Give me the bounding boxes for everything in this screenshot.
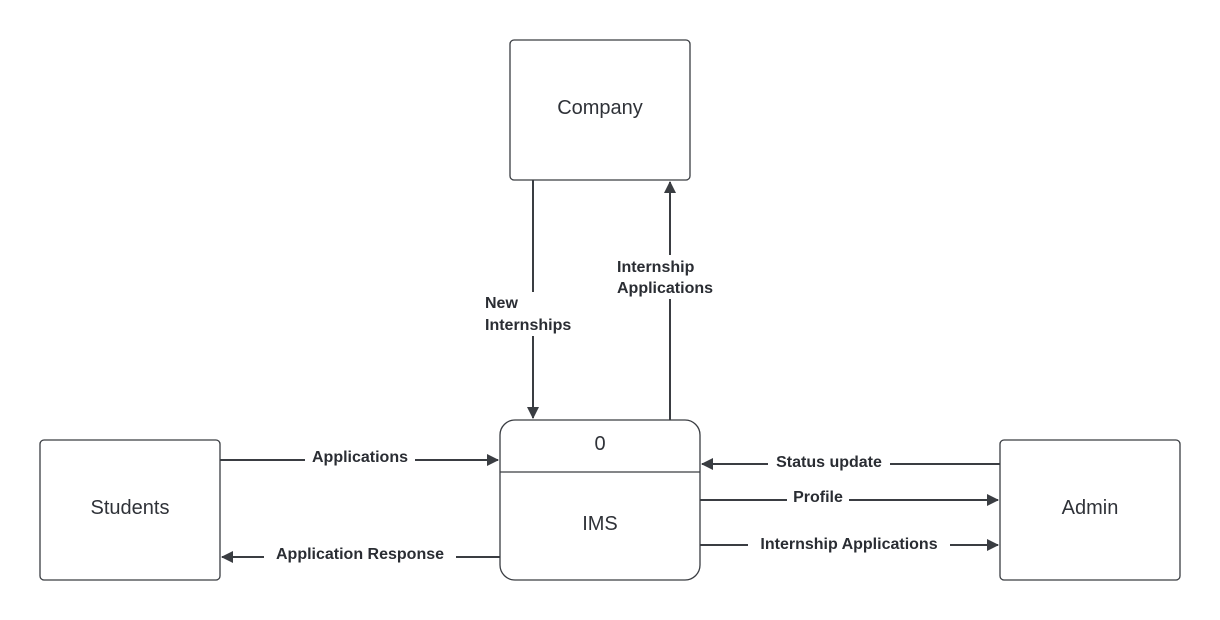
flow-applications-label: Applications: [312, 449, 408, 466]
process-ims[interactable]: 0 IMS: [499, 419, 701, 581]
flow-new-internships-line2: Internships: [485, 317, 571, 334]
entity-company-label: Company: [557, 97, 643, 119]
entity-admin[interactable]: Admin: [999, 439, 1181, 581]
flow-new-internships-label: New Internships: [485, 295, 571, 334]
entity-admin-label: Admin: [1062, 497, 1119, 519]
entity-students-box: [39, 439, 221, 581]
process-number: 0: [594, 433, 605, 455]
flow-internship-applications-company-line2: Applications: [617, 280, 713, 297]
entity-admin-box: [999, 439, 1181, 581]
flow-status-update[interactable]: Status update: [701, 452, 1000, 471]
flow-internship-applications-admin-label: Internship Applications: [760, 536, 937, 553]
flow-applications[interactable]: Applications: [220, 448, 499, 466]
flow-application-response[interactable]: Application Response: [221, 545, 500, 563]
flow-application-response-label: Application Response: [276, 546, 444, 563]
flow-new-internships-line1: New: [485, 295, 518, 312]
flow-new-internships[interactable]: New Internships: [482, 180, 584, 419]
flow-internship-applications-company-label: Internship Applications: [617, 259, 713, 297]
flow-profile[interactable]: Profile: [700, 488, 999, 506]
flow-status-update-label: Status update: [776, 454, 882, 471]
entity-company[interactable]: Company: [509, 39, 691, 181]
flow-profile-label: Profile: [793, 489, 843, 506]
entity-company-box: [509, 39, 691, 181]
flow-internship-applications-company-line1: Internship: [617, 259, 695, 276]
entity-students[interactable]: Students: [39, 439, 221, 581]
entity-students-label: Students: [91, 497, 170, 519]
flow-internship-applications-admin[interactable]: Internship Applications: [700, 533, 999, 553]
process-name: IMS: [582, 513, 618, 535]
flow-internship-applications-company[interactable]: Internship Applications: [614, 181, 726, 420]
